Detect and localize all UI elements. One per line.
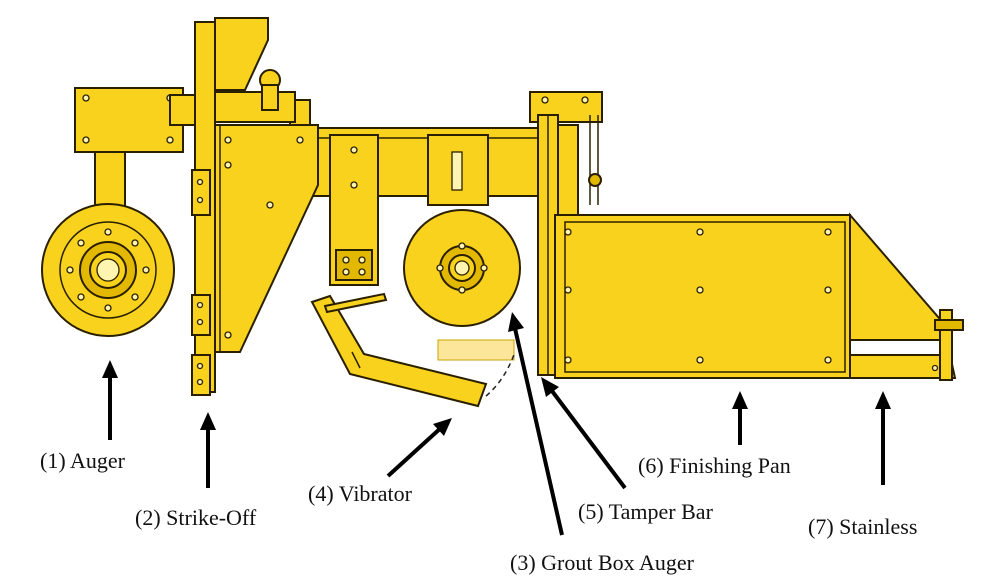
tamper-bar	[529, 91, 603, 376]
grout-box-auger	[403, 209, 521, 327]
main-beam	[289, 99, 541, 197]
auger-assembly	[41, 87, 201, 337]
stainless-tail	[849, 212, 964, 381]
auger-label: (1) Auger	[40, 448, 126, 473]
tamper-bar-arrow	[547, 385, 627, 490]
finishing-pan	[554, 214, 851, 379]
pale-channel	[437, 339, 515, 361]
tamper-bar-label: (5) Tamper Bar	[578, 499, 714, 524]
vibrator-label: (4) Vibrator	[308, 481, 413, 506]
strike-off-label: (2) Strike-Off	[135, 505, 257, 530]
center-hangers	[329, 134, 489, 286]
stainless-label: (7) Stainless	[808, 514, 917, 539]
vibrator	[310, 292, 516, 408]
vibrator-arrow	[386, 424, 445, 478]
strike-off-assembly	[191, 17, 319, 396]
grout-box-auger-label: (3) Grout Box Auger	[510, 550, 695, 575]
arrows	[102, 312, 891, 536]
grout-box-auger-arrow	[512, 323, 564, 536]
finishing-pan-label: (6) Finishing Pan	[638, 453, 791, 478]
